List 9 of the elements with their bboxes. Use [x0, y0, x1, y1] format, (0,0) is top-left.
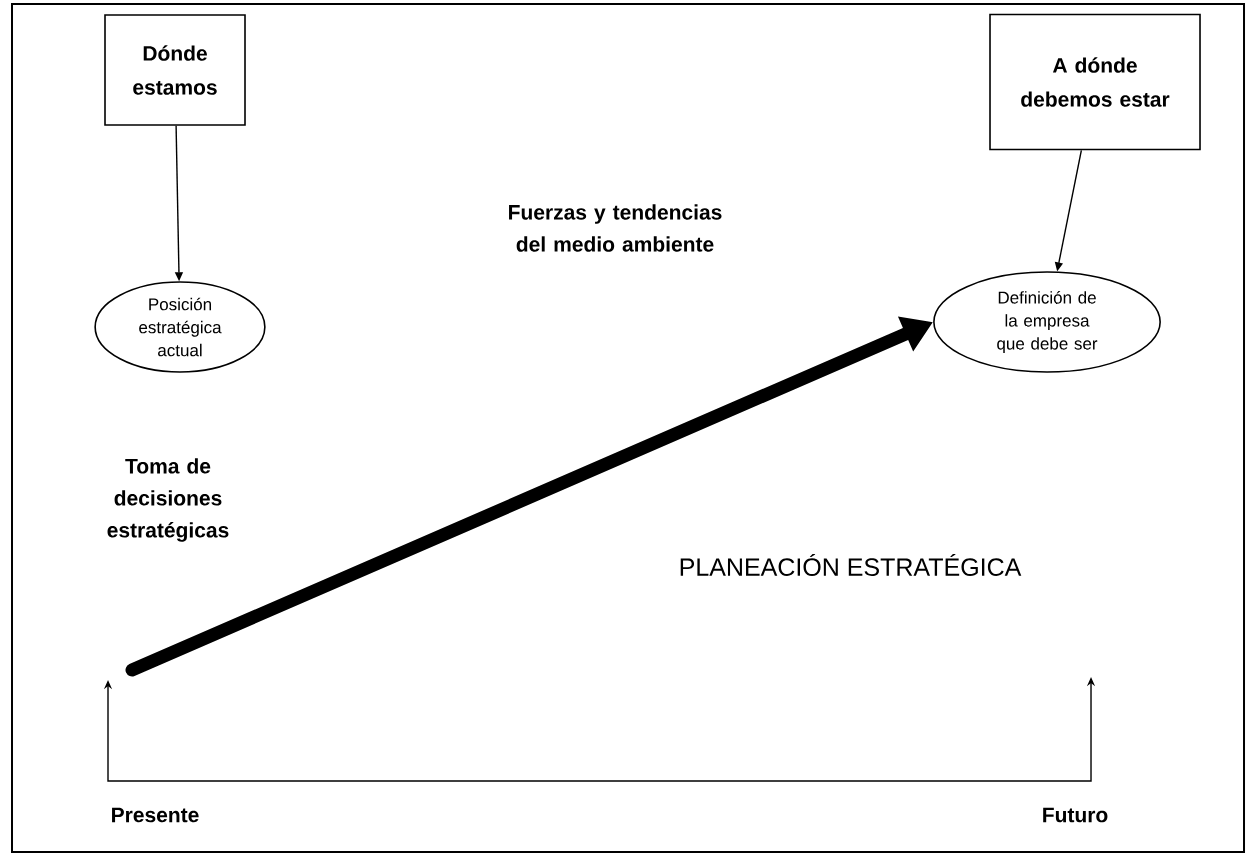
label-text: Toma de decisiones estratégicas	[107, 458, 229, 542]
time-label: Futuro	[1043, 807, 1108, 823]
label-box: Dónde estamos	[104, 14, 246, 126]
label-box: A dónde debemos estar	[989, 13, 1201, 151]
ellipse-node: Definición de la empresa que debe ser	[933, 271, 1161, 373]
ellipse-node: Posición estratégica actual	[94, 281, 266, 373]
time-label: Presente	[112, 807, 199, 823]
label-text: Fuerzas y tendencias del medio ambiente	[509, 204, 722, 252]
edge-label: PLANEACIÓN ESTRATÉGICA	[680, 554, 1022, 576]
